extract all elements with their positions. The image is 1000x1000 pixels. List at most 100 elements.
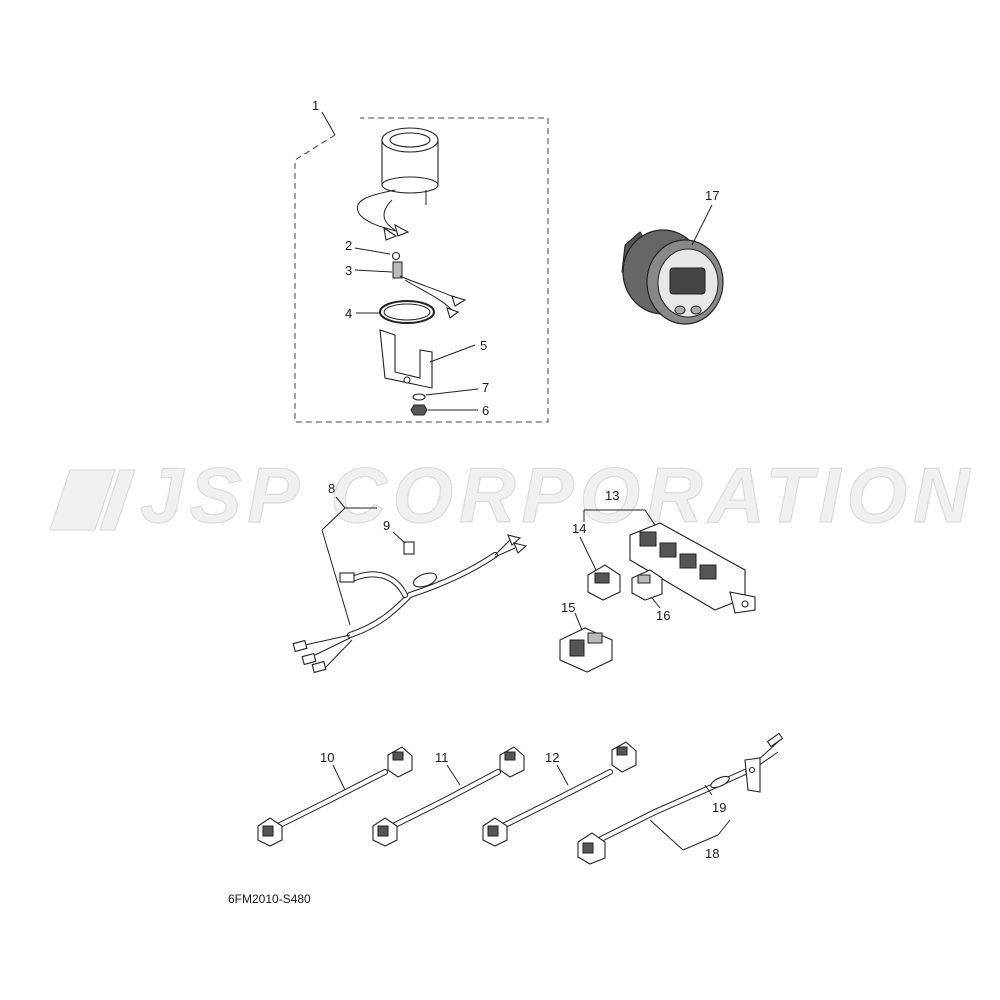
callout-19: 19 xyxy=(712,800,726,815)
cable-10-socket-pin xyxy=(392,751,404,761)
watermark-logo-icon xyxy=(49,469,136,531)
harness-end-terminal-1 xyxy=(507,534,522,546)
hub-port-3 xyxy=(679,553,697,569)
harness-lead-1 xyxy=(304,634,351,646)
leader-14 xyxy=(579,536,597,571)
leader-17 xyxy=(691,204,713,246)
harness-end-wire-1 xyxy=(494,539,511,556)
lead-terminal-2 xyxy=(383,226,398,241)
harness-branch-terminal xyxy=(339,572,355,583)
connector-14-socket xyxy=(594,572,610,584)
harness-fuse-holder xyxy=(412,572,438,588)
callout-12: 12 xyxy=(545,750,559,765)
callout-7: 7 xyxy=(482,380,489,395)
watermark: JSP CORPORATION xyxy=(49,450,975,540)
adapter-terminal-1 xyxy=(766,732,784,748)
cable-11-inner xyxy=(383,770,500,832)
cable-12-inner xyxy=(493,770,612,832)
callout-10: 10 xyxy=(320,750,334,765)
harness-end-terminal-2 xyxy=(513,542,528,554)
gauge-body xyxy=(357,127,439,241)
part-14-connector: 14 xyxy=(572,521,621,601)
harness-branch-inner xyxy=(353,572,407,597)
cable-11-socket-pin xyxy=(504,751,516,761)
part-10-extension-cable: 10 xyxy=(257,746,413,847)
harness-lead-2 xyxy=(314,637,351,656)
lead-terminal-1 xyxy=(394,223,410,237)
watermark-text: JSP CORPORATION xyxy=(140,451,975,539)
socket-terminal-2 xyxy=(446,307,460,319)
socket-wire xyxy=(399,275,461,301)
part-4-o-ring xyxy=(379,300,435,324)
harness-end-wire-2 xyxy=(494,547,516,558)
harness-main-cable-inner xyxy=(348,553,497,637)
connector-15-socket xyxy=(569,639,585,657)
adapter-plug-pin xyxy=(582,842,594,854)
leader-12 xyxy=(556,764,569,786)
socket-wire-2 xyxy=(404,279,453,311)
harness-lead-terminal-2 xyxy=(301,652,317,666)
leader-7 xyxy=(425,388,479,396)
harness-lead-terminal-1 xyxy=(292,639,308,653)
cable-10-inner xyxy=(268,770,387,832)
socket-body xyxy=(392,261,403,279)
part-6-nut xyxy=(410,404,428,416)
leader-1 xyxy=(321,111,336,136)
part-15-connector: 15 xyxy=(559,600,613,673)
callout-5: 5 xyxy=(480,338,487,353)
harness-lead-terminal-3 xyxy=(311,660,327,674)
callout-11: 11 xyxy=(435,750,449,765)
leader-5 xyxy=(429,344,476,363)
cap-16-top xyxy=(637,574,651,584)
connector-15-latch xyxy=(587,632,603,644)
leader-8-down xyxy=(321,529,351,626)
cable-11-plug-pin xyxy=(377,825,389,837)
adapter-ground-lug xyxy=(744,757,761,793)
leader-19 xyxy=(704,784,713,796)
part-5-bracket xyxy=(379,329,433,389)
adapter-lug-hole xyxy=(748,766,756,774)
part-17-digital-gauge: 17 xyxy=(621,188,724,325)
harness-lead-3 xyxy=(324,639,353,669)
gauge-face xyxy=(389,132,431,148)
socket-terminal-1 xyxy=(451,295,467,307)
kit-dashed-frame xyxy=(294,117,549,423)
hub-port-4 xyxy=(699,564,717,580)
bracket-hole xyxy=(403,376,411,384)
hub-mount-hole xyxy=(741,600,749,608)
part-16-cap: 16 xyxy=(631,569,670,623)
callout-13: 13 xyxy=(605,488,619,503)
connector-15-body xyxy=(559,627,613,673)
diagram-code: 6FM2010-S480 xyxy=(228,892,311,906)
gauge-lead-wire xyxy=(357,189,401,233)
leader-18-up xyxy=(717,819,731,836)
callout-6: 6 xyxy=(482,403,489,418)
callout-1: 1 xyxy=(312,98,319,113)
gauge-button-left xyxy=(674,305,686,315)
part-19-fuse-holder xyxy=(710,775,730,789)
gauge-button-right xyxy=(690,305,702,315)
part-8-harness: 8 9 xyxy=(292,481,528,674)
hub-port-2 xyxy=(659,542,677,558)
leader-11 xyxy=(446,764,461,786)
cable-10-plug-pin xyxy=(262,825,274,837)
callout-8: 8 xyxy=(328,481,335,496)
leader-16 xyxy=(651,597,661,609)
callout-18: 18 xyxy=(705,846,719,861)
gauge-kit-group: 1 2 3 4 xyxy=(294,98,549,423)
callout-3: 3 xyxy=(345,263,352,278)
part-11-extension-cable: 11 xyxy=(372,746,525,847)
leader-13-right xyxy=(644,509,656,526)
part-7-washer xyxy=(412,393,426,401)
leader-2 xyxy=(354,247,391,255)
leader-18-right xyxy=(682,834,719,851)
leader-9 xyxy=(392,531,406,544)
callout-2: 2 xyxy=(345,238,352,253)
part-9-fuse xyxy=(403,541,415,555)
leader-8-left xyxy=(321,507,346,531)
gauge-bottom xyxy=(381,176,439,194)
part-18-adapter-harness: 19 18 xyxy=(577,732,784,865)
leader-10 xyxy=(332,764,346,791)
